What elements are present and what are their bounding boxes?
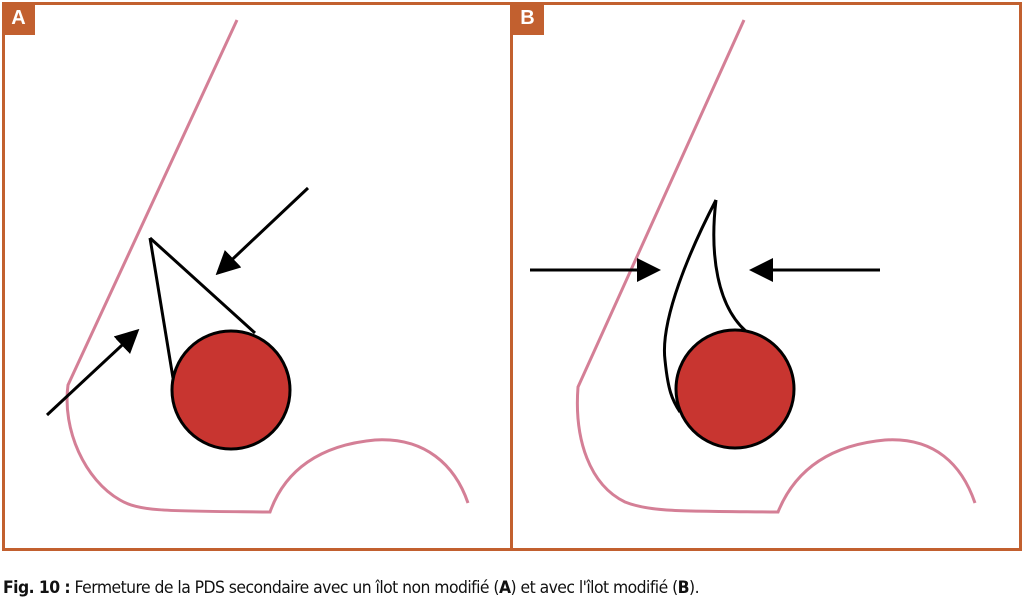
caption-ref-a: A [498,578,511,598]
caption-fig-number: Fig. 10 : [3,578,71,598]
figure-caption: Fig. 10 : Fermeture de la PDS secondaire… [3,578,700,598]
panel-b-label: B [511,2,544,35]
caption-text: ). [689,578,700,598]
panel-a-nose-profile [65,19,470,514]
panel-b-frame [510,2,1022,551]
panel-b-nose-profile [575,19,977,514]
caption-text: Fermeture de la PDS secondaire avec un î… [70,578,500,598]
panel-a-arrow-upper [215,186,310,276]
panel-b-teardrop-flap [662,199,753,413]
panel-a-label: A [2,2,35,35]
panel-a-red-disc [170,329,292,451]
caption-ref-b: B [677,578,690,598]
panel-a-arrow-lower [45,328,140,417]
panel-a-triangle-flap [148,236,257,379]
caption-text: ) et avec l'îlot modifié ( [510,578,679,598]
panel-a-frame [2,2,513,551]
panel-b-red-disc [674,328,796,450]
